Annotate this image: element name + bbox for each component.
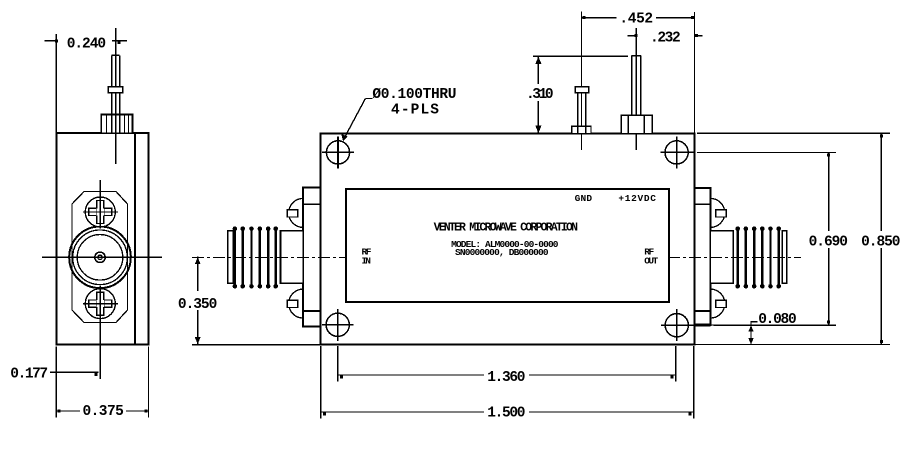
svg-text:.452: .452 bbox=[619, 11, 653, 27]
svg-text:4-PLS: 4-PLS bbox=[391, 103, 439, 119]
svg-text:OUT: OUT bbox=[644, 256, 658, 267]
svg-text:+12VDC: +12VDC bbox=[618, 193, 656, 204]
svg-text:.232: .232 bbox=[650, 30, 681, 46]
svg-text:1.500: 1.500 bbox=[487, 406, 525, 422]
svg-text:.310: .310 bbox=[526, 87, 554, 103]
svg-text:IN: IN bbox=[362, 256, 372, 267]
svg-text:0.080: 0.080 bbox=[758, 312, 797, 328]
svg-text:0.850: 0.850 bbox=[861, 235, 900, 251]
svg-text:0.177: 0.177 bbox=[10, 366, 48, 382]
svg-text:MODEL: ALM0000-00-0000: MODEL: ALM0000-00-0000 bbox=[451, 239, 559, 250]
svg-text:Ø0.100THRU: Ø0.100THRU bbox=[372, 87, 456, 103]
svg-text:VENTER MICROWAVE CORPORATION: VENTER MICROWAVE CORPORATION bbox=[434, 221, 578, 234]
svg-text:0.350: 0.350 bbox=[178, 297, 217, 313]
svg-text:RF: RF bbox=[362, 247, 372, 258]
svg-text:GND: GND bbox=[575, 193, 593, 204]
svg-text:0.240: 0.240 bbox=[67, 36, 106, 52]
svg-text:RF: RF bbox=[644, 247, 654, 258]
svg-text:0.375: 0.375 bbox=[83, 404, 124, 420]
svg-text:SN0000000, DB000000: SN0000000, DB000000 bbox=[455, 247, 549, 258]
svg-text:1.360: 1.360 bbox=[487, 370, 525, 386]
svg-text:0.690: 0.690 bbox=[809, 235, 848, 251]
